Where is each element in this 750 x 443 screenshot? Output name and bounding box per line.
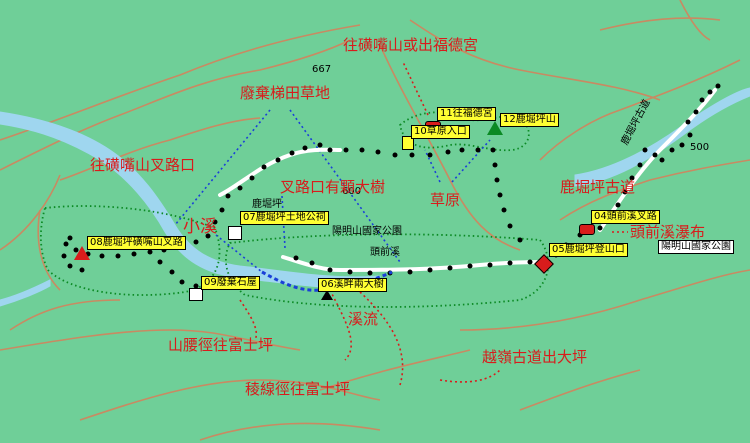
- annotation-stream: 溪流: [348, 310, 379, 328]
- elevation-600: 600: [342, 186, 362, 197]
- park-boundary-label-east: 陽明山國家公園: [658, 240, 734, 254]
- annotation-waist-trail: 山腰徑往富士坪: [168, 336, 274, 354]
- annotation-big-tree: 叉路口有顆大樹: [280, 178, 386, 196]
- waypoint-07: 07鹿堀坪土地公祠: [240, 211, 329, 225]
- tree-triangle-icon: [321, 290, 333, 300]
- annotation-grassland: 草原: [430, 191, 461, 209]
- elevation-667: 667: [312, 64, 332, 75]
- waypoint-12: 12鹿堀坪山: [500, 113, 559, 127]
- waypoint-06: 06溪畔兩大樹: [318, 278, 387, 292]
- stream-label: 頭前溪: [370, 247, 400, 258]
- waypoint-05: 05鹿堀坪登山口: [549, 243, 628, 257]
- waypoint-08: 08鹿堀坪磺嘴山叉路: [87, 236, 186, 250]
- area-outlines: [40, 111, 549, 308]
- waypoint-04: 04頭前溪叉路: [591, 210, 660, 224]
- annotation-terrace: 廢棄梯田草地: [240, 84, 331, 102]
- annotation-junction-branch: 往磺嘴山叉路口: [90, 156, 196, 174]
- junction-marker-icon: [579, 224, 595, 235]
- summit-triangle-icon: [487, 121, 503, 135]
- park-boundary-label: 陽明山國家公園: [332, 226, 402, 237]
- waypoint-09: 09廢棄石屋: [201, 276, 260, 290]
- annotation-waterfall: 頭前溪瀑布: [630, 223, 706, 241]
- elevation-500: 500: [690, 142, 710, 153]
- annotation-pass-road: 越嶺古道出大坪: [482, 348, 588, 366]
- shrine-icon: [228, 226, 242, 240]
- annotation-small-stream: 小溪: [183, 217, 217, 237]
- hut-icon: [189, 288, 203, 301]
- place-lukuping: 鹿堀坪: [252, 199, 282, 210]
- waypoint-10: 10草原入口: [411, 125, 470, 139]
- waypoint-11: 11往福德宮: [437, 107, 496, 121]
- annotation-ridge-trail: 稜線徑往富士坪: [245, 380, 351, 398]
- peak-triangle-icon: [74, 246, 90, 260]
- annotation-ancient-road: 鹿堀坪古道: [560, 178, 636, 196]
- red-pointer-lines: [239, 61, 628, 386]
- flag-icon: [402, 136, 414, 150]
- annotation-top: 往磺嘴山或出福德宮: [343, 36, 479, 54]
